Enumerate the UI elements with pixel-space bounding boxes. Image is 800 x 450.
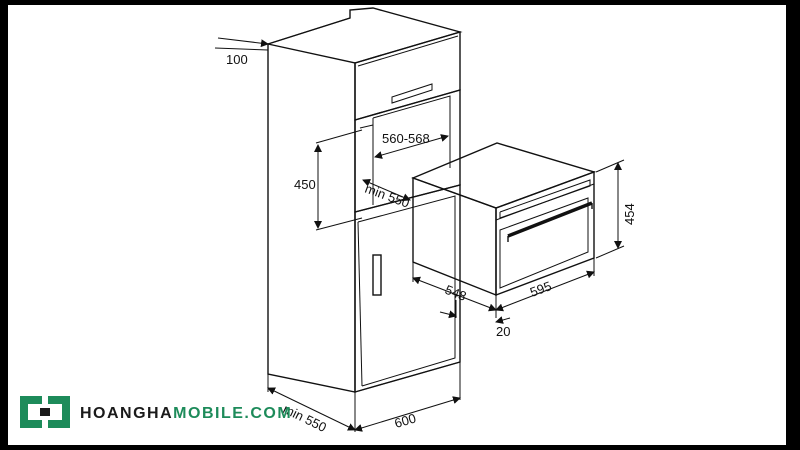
dimension-lines [214, 17, 625, 432]
label-cabinet-width: 600 [393, 410, 418, 430]
brand-logo: HOANGHAMOBILE.COM [20, 396, 292, 428]
logo-mark-icon [20, 396, 70, 428]
label-top-clearance: 100 [226, 52, 248, 67]
built-in-oven [411, 142, 597, 297]
label-oven-depth: 548 [443, 282, 469, 304]
label-niche-height: 450 [294, 177, 316, 192]
label-oven-height: 454 [622, 203, 637, 225]
label-niche-width: 560-568 [382, 131, 430, 146]
logo-text-accent: MOBILE.COM [173, 405, 292, 422]
tall-cabinet [267, 7, 463, 393]
label-niche-depth: min 550 [363, 181, 412, 211]
label-oven-width: 595 [528, 278, 554, 300]
label-front-offset: 20 [496, 324, 510, 339]
diagram-panel [8, 5, 786, 445]
svg-text:HOANGHAMOBILE.COM: HOANGHAMOBILE.COM [80, 405, 292, 422]
logo-text-dark: HOANGHA [80, 405, 173, 422]
